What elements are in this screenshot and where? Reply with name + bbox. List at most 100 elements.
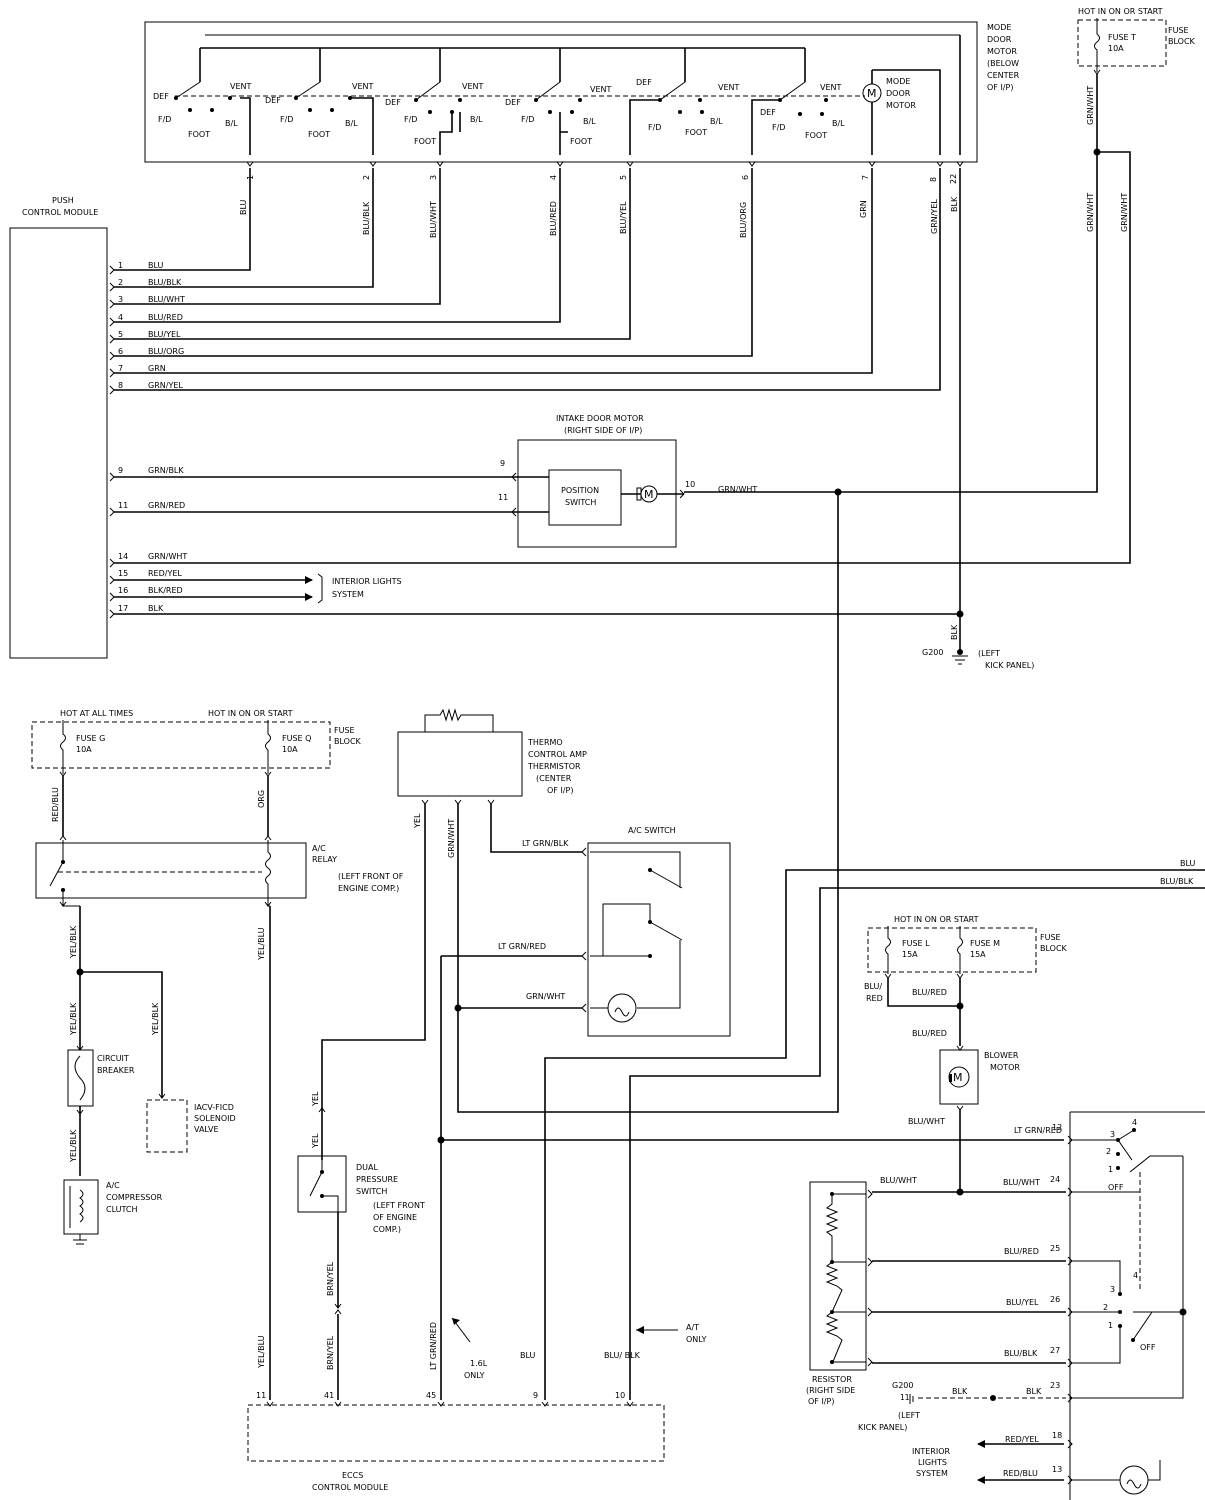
mode-motor-symbol: M MODE DOOR MOTOR (205, 34, 961, 155)
svg-text:RED/BLU: RED/BLU (1003, 1469, 1038, 1478)
svg-text:BLU/RED: BLU/RED (912, 988, 947, 997)
svg-text:BLU/BLK: BLU/BLK (362, 201, 371, 235)
svg-text:G200: G200 (922, 648, 943, 657)
svg-text:15: 15 (118, 569, 128, 578)
svg-text:BLU/WHT: BLU/WHT (1003, 1178, 1040, 1187)
svg-text:BLU/BLK: BLU/BLK (148, 278, 182, 287)
svg-text:GRN/YEL: GRN/YEL (930, 199, 939, 234)
svg-text:18: 18 (1052, 1431, 1062, 1440)
svg-text:BLU/YEL: BLU/YEL (1006, 1298, 1039, 1307)
svg-text:GRN/WHT: GRN/WHT (1086, 193, 1095, 232)
svg-text:FOOT: FOOT (188, 130, 210, 139)
svg-text:RED/BLU: RED/BLU (51, 787, 60, 822)
svg-text:2: 2 (1106, 1147, 1111, 1156)
svg-text:9: 9 (118, 466, 123, 475)
svg-text:6: 6 (741, 175, 750, 180)
svg-text:4: 4 (118, 313, 123, 322)
svg-text:HOT IN ON OR START: HOT IN ON OR START (1078, 7, 1163, 16)
mode-door-wire-names: BLU BLU/BLK BLU/WHT BLU/RED BLU/YEL BLU/… (239, 196, 959, 238)
svg-text:GRN/RED: GRN/RED (148, 501, 185, 510)
svg-text:24: 24 (1050, 1175, 1060, 1184)
svg-text:FOOT: FOOT (308, 130, 330, 139)
svg-text:2: 2 (1103, 1303, 1108, 1312)
interior-lights-label: INTERIOR LIGHTS SYSTEM (332, 577, 404, 599)
svg-text:G200: G200 (892, 1381, 913, 1390)
svg-text:F/D: F/D (772, 123, 785, 132)
right-bus: BLU BLU/BLK (544, 859, 1205, 1400)
svg-text:M: M (867, 87, 877, 100)
svg-text:DEF: DEF (505, 98, 521, 107)
svg-text:BLK/RED: BLK/RED (148, 586, 183, 595)
svg-text:BLK: BLK (950, 624, 959, 640)
mode-door-housing (144, 21, 978, 163)
svg-text:DEF: DEF (265, 96, 281, 105)
svg-text:YEL/BLK: YEL/BLK (69, 1129, 78, 1163)
svg-text:GRN/BLK: GRN/BLK (148, 466, 184, 475)
svg-text:VENT: VENT (590, 85, 612, 94)
svg-text:BLU/WHT: BLU/WHT (429, 201, 438, 238)
svg-text:5: 5 (619, 175, 628, 180)
svg-text:BLK: BLK (148, 604, 164, 613)
svg-text:BLU/RED: BLU/RED (1004, 1247, 1039, 1256)
svg-text:2: 2 (118, 278, 123, 287)
svg-text:6: 6 (118, 347, 123, 356)
svg-text:DEF: DEF (760, 108, 776, 117)
mode-switch-6: DEF VENT F/D B/L FOOT (751, 81, 845, 155)
svg-text:LT GRN/RED: LT GRN/RED (498, 942, 546, 951)
svg-text:BLU/BLK: BLU/BLK (1160, 877, 1194, 886)
svg-text:3: 3 (118, 295, 123, 304)
svg-text:BLU/RED: BLU/RED (912, 1029, 947, 1038)
mode-switch-5: DEF VENT F/D B/L FOOT (629, 78, 740, 155)
svg-text:GRN/WHT: GRN/WHT (526, 992, 565, 1001)
svg-text:BLU/ORG: BLU/ORG (148, 347, 184, 356)
svg-text:BLK: BLK (952, 1387, 968, 1396)
svg-text:10: 10 (685, 480, 695, 489)
mode-door-pins: 1 2 3 4 5 6 7 8 22 (246, 174, 958, 184)
svg-text:BLU/YEL: BLU/YEL (148, 330, 181, 339)
svg-text:BLU/RED: BLU/RED (864, 982, 883, 1003)
mode-door-title: MODE DOOR MOTOR (BELOW CENTER OF I/P) (987, 23, 1022, 92)
push-module-title: PUSH CONTROL MODULE (22, 196, 98, 217)
eccs-control-module: 11 41 45 9 10 YEL/BLU LT GRN/RED BLU BLU… (247, 1317, 707, 1492)
svg-text:BLU: BLU (1180, 859, 1196, 868)
svg-text:23: 23 (1050, 1381, 1060, 1390)
svg-text:4: 4 (1132, 1118, 1137, 1127)
svg-text:GRN/YEL: GRN/YEL (148, 381, 183, 390)
svg-text:27: 27 (1050, 1346, 1060, 1355)
svg-text:RED/YEL: RED/YEL (148, 569, 182, 578)
svg-text:YEL/BLK: YEL/BLK (69, 925, 78, 959)
svg-text:2: 2 (362, 175, 371, 180)
svg-text:FOOT: FOOT (570, 137, 592, 146)
mode-door-motor: MODE DOOR MOTOR (BELOW CENTER OF I/P) DE… (144, 21, 1022, 167)
svg-text:8: 8 (929, 177, 938, 182)
svg-text:7: 7 (861, 175, 870, 180)
svg-text:22: 22 (949, 174, 958, 184)
svg-text:11: 11 (900, 1393, 910, 1402)
svg-text:GRN/WHT: GRN/WHT (1120, 193, 1129, 232)
svg-text:17: 17 (118, 604, 128, 613)
svg-text:11: 11 (498, 493, 508, 502)
svg-text:3: 3 (429, 175, 438, 180)
svg-text:BLU/ BLK: BLU/ BLK (604, 1351, 641, 1360)
svg-text:RED/YEL: RED/YEL (1005, 1435, 1039, 1444)
svg-text:BLU: BLU (239, 199, 248, 215)
svg-text:YEL/BLK: YEL/BLK (151, 1002, 160, 1036)
svg-text:3: 3 (1110, 1130, 1115, 1139)
